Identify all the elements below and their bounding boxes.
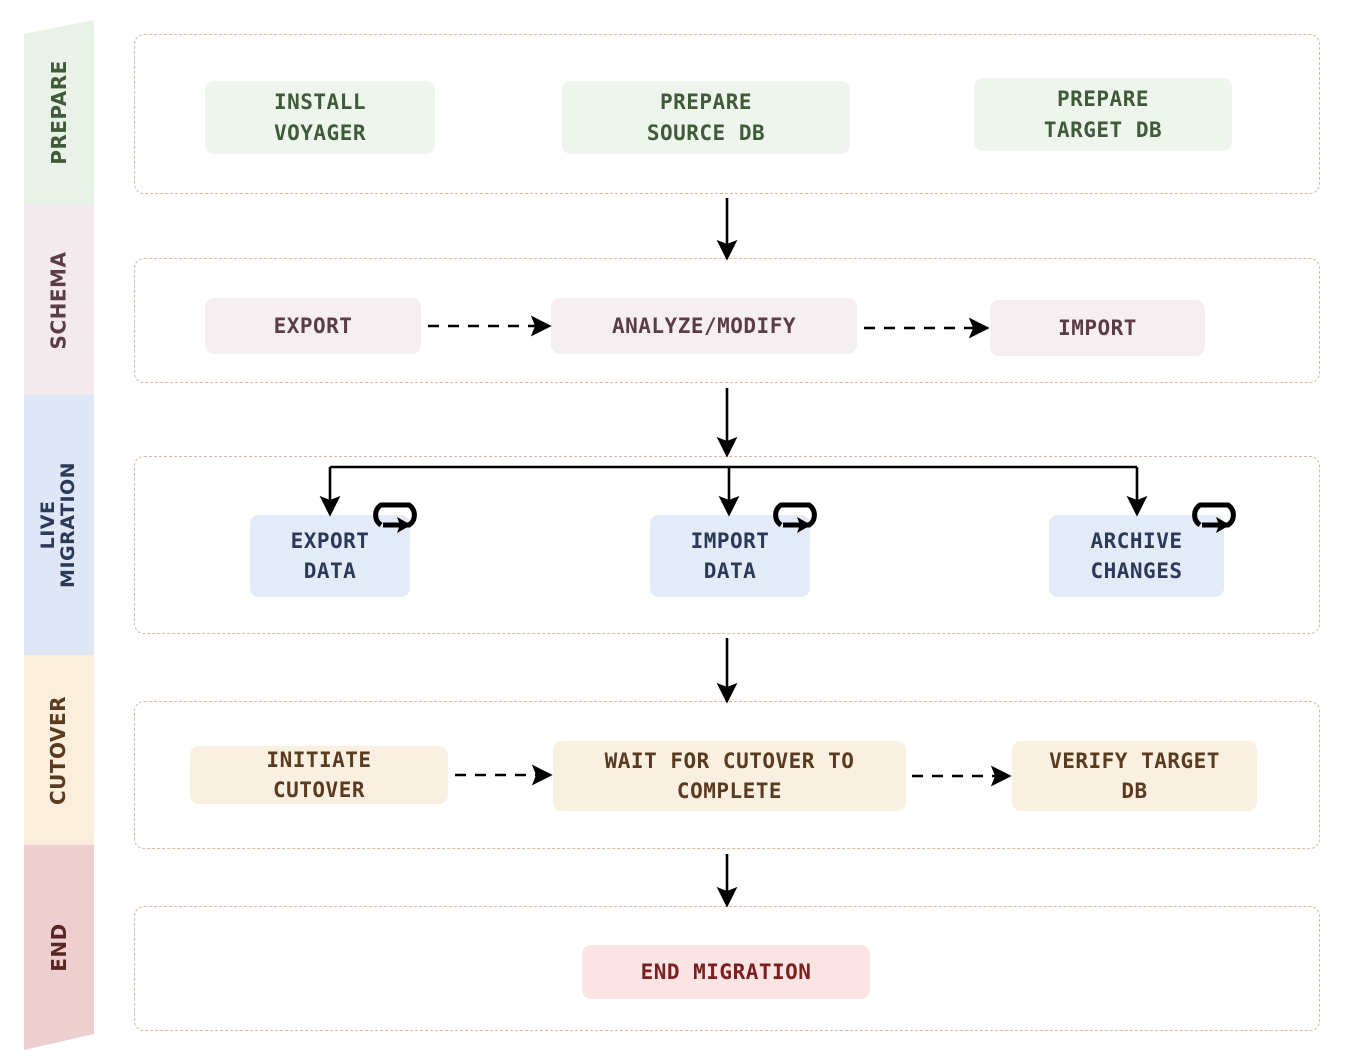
node-import-data[interactable]: IMPORT DATA (650, 515, 810, 597)
stage-band-label-cutover: CUTOVER (46, 695, 71, 805)
node-initiate-cutover[interactable]: INITIATE CUTOVER (190, 746, 448, 804)
stage-sidebar: PREPARE SCHEMA LIVE MIGRATION CUTOVER END (24, 0, 94, 1064)
stage-band-label-end: END (46, 923, 71, 972)
stage-band-prepare: PREPARE (24, 20, 94, 205)
stage-band-label-prepare: PREPARE (46, 60, 71, 165)
node-label-prepare-source-db: PREPARE SOURCE DB (646, 90, 766, 145)
node-label-wait-for-cutover: WAIT FOR CUTOVER TO COMPLETE (604, 748, 855, 803)
node-label-install-voyager: INSTALL VOYAGER (273, 90, 366, 145)
node-end-migration[interactable]: END MIGRATION (582, 945, 870, 999)
node-export[interactable]: EXPORT (205, 298, 421, 354)
node-label-initiate-cutover: INITIATE CUTOVER (266, 747, 372, 802)
stage-band-label-schema: SCHEMA (46, 251, 71, 349)
node-archive-changes[interactable]: ARCHIVE CHANGES (1049, 515, 1224, 597)
node-label-prepare-target-db: PREPARE TARGET DB (1043, 87, 1163, 142)
node-verify-target-db[interactable]: VERIFY TARGET DB (1012, 741, 1257, 811)
stage-container-prepare (134, 34, 1320, 194)
stage-band-end: END (24, 845, 94, 1050)
stage-band-live-migration: LIVE MIGRATION (24, 395, 94, 655)
node-label-export-data: EXPORT DATA (290, 528, 370, 583)
node-label-import-data: IMPORT DATA (690, 528, 770, 583)
node-wait-for-cutover[interactable]: WAIT FOR CUTOVER TO COMPLETE (553, 741, 906, 811)
node-import[interactable]: IMPORT (990, 300, 1205, 356)
node-prepare-source-db[interactable]: PREPARE SOURCE DB (562, 81, 850, 154)
node-label-archive-changes: ARCHIVE CHANGES (1090, 528, 1183, 583)
node-prepare-target-db[interactable]: PREPARE TARGET DB (974, 78, 1232, 151)
stage-band-schema: SCHEMA (24, 205, 94, 395)
node-label-import: IMPORT (1058, 315, 1137, 340)
node-label-analyze-modify: ANALYZE/MODIFY (611, 313, 796, 338)
node-label-end-migration: END MIGRATION (640, 959, 812, 984)
node-label-export: EXPORT (273, 313, 353, 338)
node-export-data[interactable]: EXPORT DATA (250, 515, 410, 597)
node-install-voyager[interactable]: INSTALL VOYAGER (205, 81, 435, 154)
stage-band-cutover: CUTOVER (24, 655, 94, 845)
node-label-verify-target-db: VERIFY TARGET DB (1049, 748, 1220, 803)
stage-band-label-live-migration: LIVE MIGRATION (37, 461, 80, 589)
node-analyze-modify[interactable]: ANALYZE/MODIFY (551, 298, 857, 354)
